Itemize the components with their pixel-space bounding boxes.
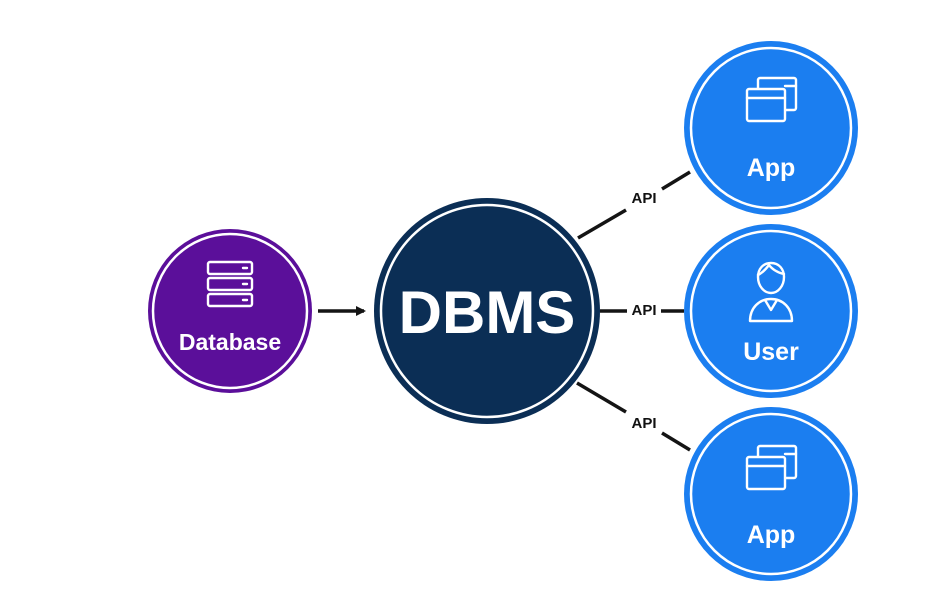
dbms-to-app-top-line-b xyxy=(661,170,691,191)
windows-icon xyxy=(745,76,798,123)
dbms-to-app-top-line-a xyxy=(577,208,627,240)
app-node-bottom: App xyxy=(684,407,858,581)
app-top-label: App xyxy=(747,154,796,182)
dbms-to-app-bottom-line-b xyxy=(661,431,691,452)
dbms-to-app-bottom-line-a xyxy=(576,381,627,414)
database-label: Database xyxy=(179,329,281,355)
user-node: User xyxy=(684,224,858,398)
database-node: Database xyxy=(148,229,312,393)
api-label-bottom: API xyxy=(631,415,656,432)
user-icon xyxy=(748,261,794,323)
app-node-top: App xyxy=(684,41,858,215)
server-stack-icon xyxy=(206,260,254,308)
dbms-label: DBMS xyxy=(399,279,576,346)
windows-icon xyxy=(745,444,798,491)
app-bottom-label: App xyxy=(747,521,796,549)
api-label-middle: API xyxy=(631,302,656,319)
dbms-node: DBMS xyxy=(374,198,600,424)
user-label: User xyxy=(743,338,799,366)
api-label-top: API xyxy=(631,190,656,207)
